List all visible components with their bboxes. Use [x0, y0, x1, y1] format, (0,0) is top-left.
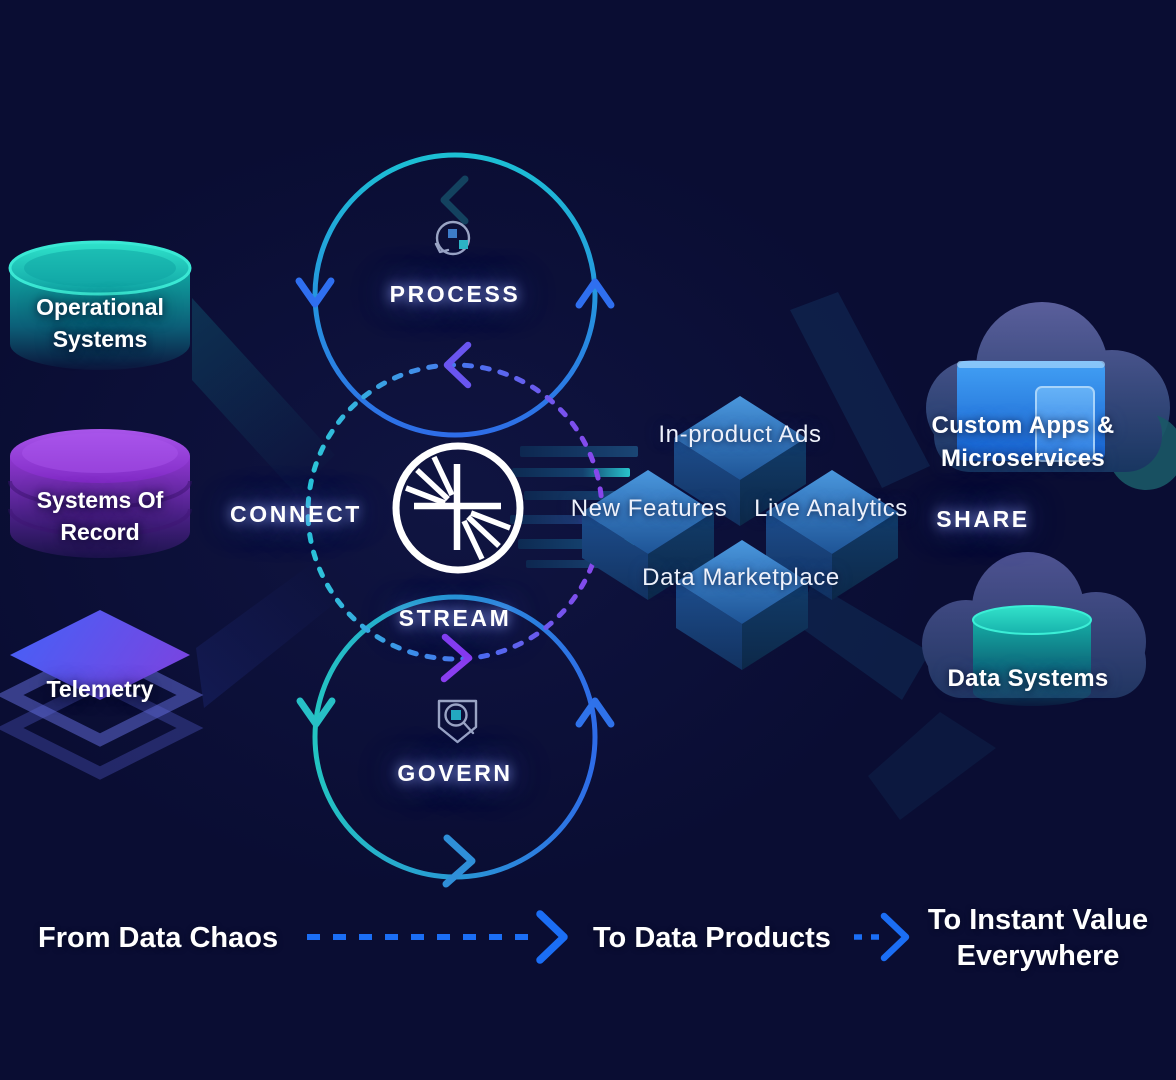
product-box-data-marketplace [676, 540, 808, 670]
journey-to-line1: To Instant Value [927, 904, 1149, 936]
stream-label: STREAM [398, 605, 512, 631]
journey-from-label: From Data Chaos [38, 922, 279, 954]
process-label: PROCESS [389, 281, 521, 307]
connect-label: CONNECT [230, 501, 362, 527]
operational-systems-line2: Systems [52, 326, 148, 352]
data-systems-label: Data Systems [947, 665, 1109, 692]
telemetry-label: Telemetry [46, 676, 154, 702]
share-label: SHARE [936, 506, 1030, 532]
product-box-live-analytics [766, 470, 898, 600]
journey-to-line2: Everywhere [956, 940, 1120, 972]
custom-apps-label: Custom Apps & Microservices [917, 409, 1129, 475]
data-systems-cloud-icon [922, 552, 1146, 706]
in-product-ads-label: In-product Ads [658, 421, 822, 448]
govern-ring [296, 594, 615, 888]
database-icon [972, 605, 1092, 706]
systems-of-record-database-icon [8, 429, 192, 558]
journey-arrow-short [854, 912, 910, 962]
background-beams [192, 292, 996, 820]
process-ring [295, 152, 615, 438]
product-box-new-features [582, 470, 714, 600]
live-analytics-label: Live Analytics [754, 495, 908, 522]
operational-systems-database-icon [8, 240, 192, 370]
systems-of-record-line1: Systems Of [36, 487, 164, 513]
operational-systems-line1: Operational [36, 294, 164, 320]
journey-arrow-long [307, 910, 568, 964]
systems-of-record-line2: Record [60, 519, 140, 545]
operational-systems-label: Operational Systems [22, 291, 178, 355]
app-window-icon [957, 361, 1105, 462]
govern-label: GOVERN [397, 760, 513, 786]
sync-arrows-icon [434, 220, 471, 256]
systems-of-record-label: Systems Of Record [22, 484, 178, 548]
telemetry-layers-icon [0, 610, 204, 780]
custom-apps-line1: Custom Apps & [931, 412, 1115, 439]
journey-via-label: To Data Products [593, 922, 831, 954]
new-features-label: New Features [570, 495, 728, 522]
data-marketplace-label: Data Marketplace [642, 564, 840, 591]
confluent-logo-icon [392, 442, 524, 574]
custom-apps-line2: Microservices [940, 445, 1105, 472]
custom-apps-cloud-icon [926, 302, 1176, 490]
shield-magnifier-icon [437, 699, 478, 744]
journey-to-label: To Instant Value Everywhere [913, 902, 1163, 974]
product-box-in-product-ads [674, 396, 806, 526]
